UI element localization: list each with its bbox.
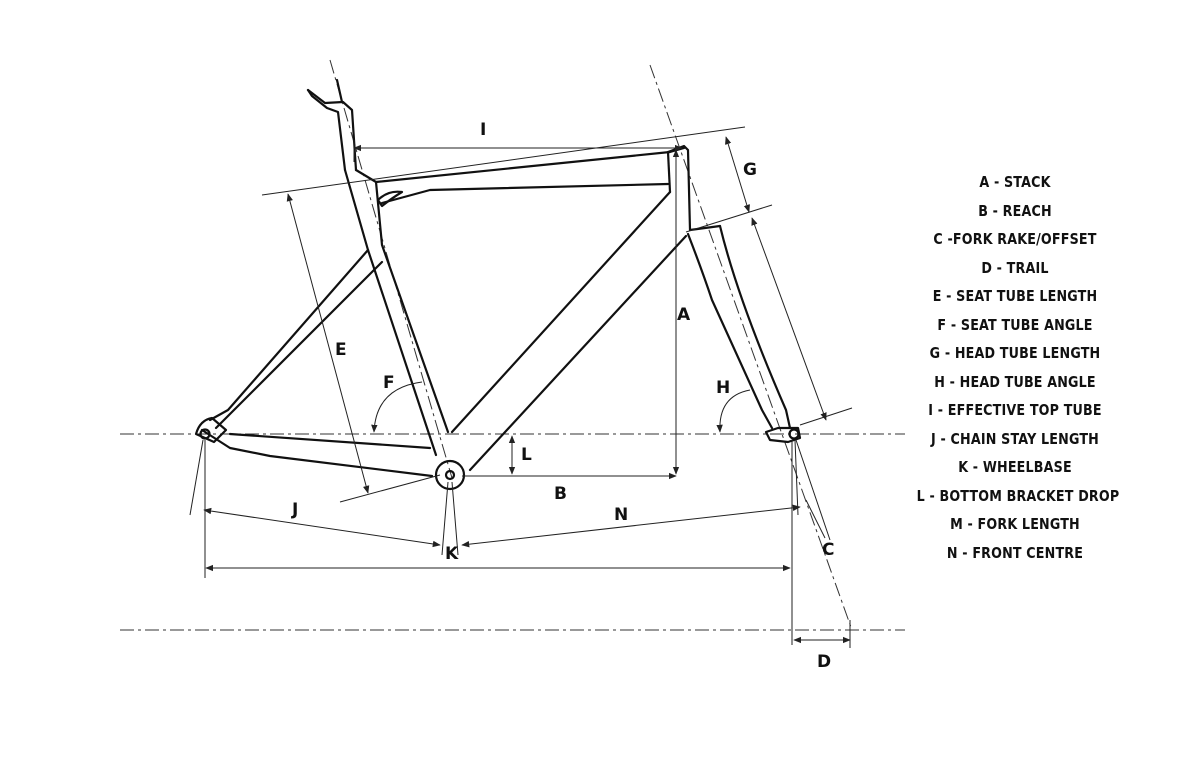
legend-item: I - EFFECTIVE TOP TUBE (928, 401, 1102, 419)
geometry-legend: A - STACK B - REACH C -FORK RAKE/OFFSET … (895, 168, 1135, 567)
bike-frame (194, 78, 802, 491)
dim-fork-rake (805, 499, 826, 539)
legend-item: H - HEAD TUBE ANGLE (934, 372, 1096, 391)
legend-item: L - BOTTOM BRACKET DROP (916, 486, 1120, 505)
dim-front-centre (461, 504, 801, 548)
legend-item: C -FORK RAKE/OFFSET (933, 230, 1097, 248)
label-k: K (445, 544, 459, 564)
dim-fork-length (751, 217, 827, 421)
legend-item: B - REACH (978, 201, 1052, 220)
bottom-bracket (434, 459, 466, 491)
seat-tube-axis (329, 59, 453, 479)
label-d: D (817, 652, 831, 672)
label-f: F (383, 373, 395, 393)
legend-item: G - HEAD TUBE LENGTH (929, 344, 1101, 362)
label-a: A (677, 305, 691, 325)
rear-dropout (194, 416, 228, 444)
dim-chain-stay (203, 507, 441, 548)
chain-stay (200, 428, 434, 478)
seat-stay (208, 248, 370, 422)
label-l: L (521, 445, 532, 465)
label-j: J (291, 500, 298, 520)
dim-head-tube-angle (716, 389, 751, 433)
label-h: H (716, 378, 730, 398)
fork (686, 232, 774, 430)
label-i: I (480, 120, 486, 140)
legend-item: K - WHEELBASE (958, 458, 1072, 476)
seatpost (306, 88, 358, 172)
centre-lines (120, 59, 905, 631)
legend-item: E - SEAT TUBE LENGTH (932, 287, 1098, 305)
steering-axis (649, 64, 853, 631)
dimension-lines (189, 126, 853, 648)
dim-seat-tube-angle (371, 381, 423, 433)
dimension-labels: I G A E F H L B J N K C D (291, 120, 834, 672)
fork-dropout (764, 426, 802, 444)
legend-item: D - TRAIL (981, 258, 1049, 277)
legend-item: M - FORK LENGTH (950, 515, 1080, 533)
label-c: C (822, 540, 834, 560)
legend-item: N - FRONT CENTRE (946, 543, 1084, 562)
label-g: G (743, 160, 757, 180)
dim-seat-tube-length (286, 193, 370, 494)
legend-item: A - STACK (979, 173, 1051, 191)
down-tube (450, 190, 672, 434)
legend-item: F - SEAT TUBE ANGLE (937, 315, 1093, 334)
legend-item: J - CHAIN STAY LENGTH (931, 429, 1099, 448)
label-e: E (335, 340, 347, 360)
seat-tube (343, 168, 438, 457)
label-b: B (554, 484, 567, 504)
top-tube (354, 146, 686, 184)
dim-head-tube-length (725, 136, 750, 213)
label-n: N (614, 505, 628, 525)
